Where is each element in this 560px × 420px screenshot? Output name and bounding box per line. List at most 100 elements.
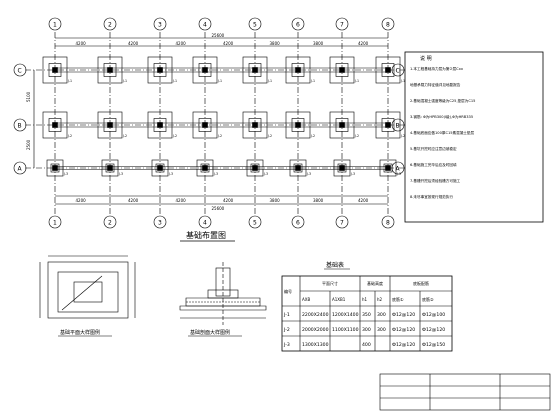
depth-dim: 5100 [26,91,31,102]
footing-label: J-3 [350,172,355,176]
bay-dim: 4200 [76,41,87,46]
table-cell: Ф12@120 [422,327,445,333]
note-line: 1.本工程基础持力层为第②层Cxx [410,66,464,71]
footing-label: J-1 [67,79,72,83]
footing-label: J-1 [310,79,315,83]
table-header: A1XB1 [332,297,346,302]
table-header: 底筋① [392,296,404,302]
grid-label-row: B [18,123,22,130]
table-group-header: 底板配筋 [413,280,429,286]
note-line: 4.基础底面应做100厚C15素混凝土垫层 [410,130,474,135]
note-line: 2.基础混凝土强度等级为C25,垫层为C15 [410,98,475,103]
grid-label-col: 8 [386,220,390,227]
grid-label-col: 5 [253,220,257,227]
footing [151,159,169,177]
table-cell: J-3 [283,342,290,348]
grid-bubble-col [248,215,262,229]
grid-label-col: 3 [158,220,162,227]
footing-label: J-2 [67,134,72,138]
footing-label: J-2 [310,134,315,138]
table-cell: J-1 [283,312,290,318]
footing [97,111,123,139]
grid-bubble-col [48,215,62,229]
note-line: 地基承载力特征值详见地勘报告 [410,82,461,87]
grid-label-col: 2 [108,220,112,227]
note-line: 6.基础施工完毕后应及时回填 [410,162,457,167]
table-cell: 1300X1300 [302,342,329,348]
grid-bubble-col [381,215,395,229]
footing [192,56,218,84]
grid-label-row: B [396,123,400,130]
grid-bubble-col [153,17,167,31]
footing [242,56,268,84]
grid-bubble-row [13,161,27,175]
grid-bubble-row [13,63,27,77]
grid-label-row: C [18,68,22,75]
grid-label-row: A [396,166,401,173]
depth-dim-2: 2500 [26,139,31,150]
title-block [379,373,551,411]
footing-label: J-2 [267,134,272,138]
total-dim-bottom: 25600 [212,206,225,211]
foundation-plan: 2560025600420042004200420042004200420042… [13,17,406,229]
bay-dim: 4200 [176,198,187,203]
grid-bubble-col [335,215,349,229]
footing [246,159,264,177]
grid-bubble-col [291,17,305,31]
footing-label: J-1 [354,79,359,83]
footing-label: J-3 [263,172,268,176]
footing-label: J-3 [168,172,173,176]
bay-dim: 3800 [270,41,281,46]
footing-label: J-3 [213,172,218,176]
footing [375,111,401,139]
table-cell: Ф12@120 [392,327,415,333]
grid-label-col: 2 [108,22,112,29]
table-cell: 300 [377,312,386,318]
grid-label-col: 1 [53,22,57,29]
footing [192,111,218,139]
footing-label: J-2 [354,134,359,138]
footing [101,159,119,177]
note-line: 5.基坑开挖时应注意边坡稳定 [410,146,457,151]
footing-label: J-1 [267,79,272,83]
plan-detail [39,255,136,319]
grid-label-col: 8 [386,22,390,29]
footing-table-title: 基础表 [326,261,344,269]
table-cell: J-2 [283,327,290,333]
footing-label: J-3 [396,172,401,176]
table-cell: 300 [362,327,371,333]
grid-bubble-col [198,17,212,31]
notes-heading: 说 明 [420,55,432,62]
footing [42,56,68,84]
table-cell: 2000X2000 [302,327,329,333]
table-cell: 350 [362,312,371,318]
grid-label-row: A [18,166,23,173]
table-header: h1 [362,297,368,302]
table-header: AXB [302,297,310,302]
footing [242,111,268,139]
footing-label: J-1 [217,79,222,83]
bay-dim: 4200 [358,41,369,46]
grid-bubble-row [13,118,27,132]
footing [289,159,307,177]
table-cell: Ф12@150 [422,342,445,348]
section-detail [179,262,267,325]
grid-label-row: C [396,68,400,75]
table-cell: Ф12@100 [422,312,445,318]
footing-label: J-2 [217,134,222,138]
footing [196,159,214,177]
footing [97,56,123,84]
grid-bubble-row [391,63,405,77]
footing [329,111,355,139]
footing [46,159,64,177]
note-line: 8.未尽事宜按现行规范执行 [410,194,453,199]
grid-bubble-col [48,17,62,31]
grid-bubble-col [103,17,117,31]
table-cell: 1200X1400 [332,312,359,318]
table-cell: 2200X2400 [302,312,329,318]
grid-bubble-col [103,215,117,229]
footing [285,111,311,139]
grid-bubble-col [381,17,395,31]
